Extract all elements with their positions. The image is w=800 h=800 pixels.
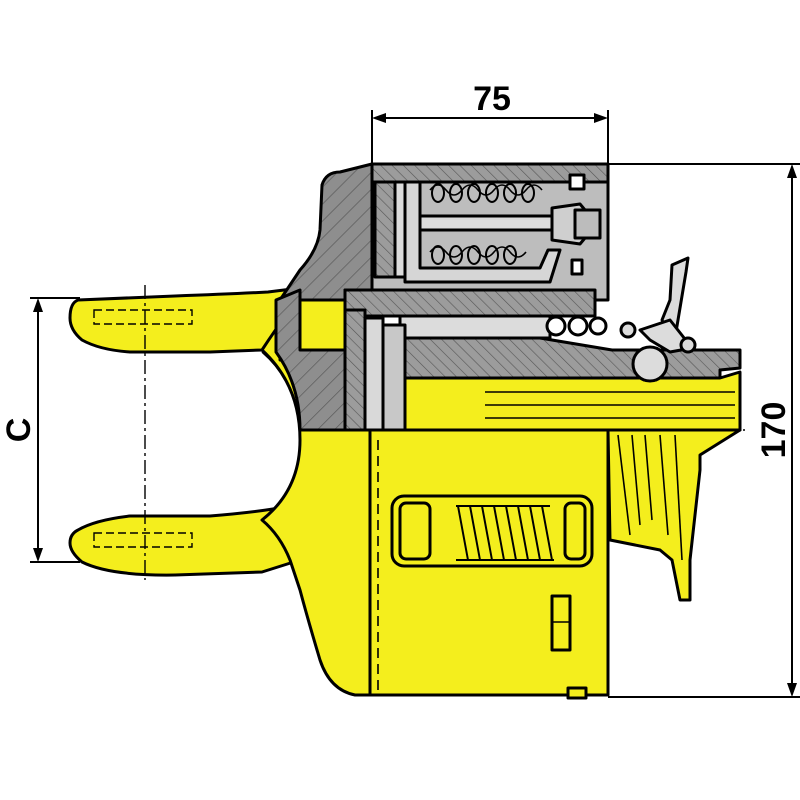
width-dimension-label: 75 [473, 80, 511, 118]
locking-ball [631, 345, 669, 383]
release-lever [619, 256, 697, 383]
friction-disc-1 [343, 308, 367, 432]
friction-disc-2 [363, 316, 385, 432]
splined-shaft [403, 370, 742, 432]
friction-disc-3 [381, 323, 407, 432]
center-lines [144, 285, 745, 580]
bearing-ball-1 [545, 315, 567, 337]
housing-springs [429, 183, 543, 265]
locking-collar [606, 428, 742, 602]
body-slot [550, 594, 572, 652]
spring-window [390, 494, 594, 568]
fork-dimension-label: C [0, 418, 38, 443]
window-spring [456, 505, 554, 561]
housing-top-plate [370, 162, 610, 184]
dimension-170: 170 [608, 163, 800, 698]
dimension-75: 75 [371, 80, 609, 165]
dimension-c: C [0, 297, 80, 563]
upper-fork-ear [68, 286, 302, 354]
housing-bolt-shank [418, 214, 557, 232]
lower-fork-ear [68, 504, 302, 577]
height-dimension-label: 170 [755, 402, 793, 459]
bearing-ball-2 [567, 315, 589, 337]
spring-cup [403, 180, 562, 284]
spring-housing [370, 162, 610, 302]
pressure-plate-upper [343, 288, 597, 318]
housing-left-wall [373, 180, 397, 279]
hub-bore-upper [398, 314, 552, 340]
yellow-body [368, 370, 742, 700]
